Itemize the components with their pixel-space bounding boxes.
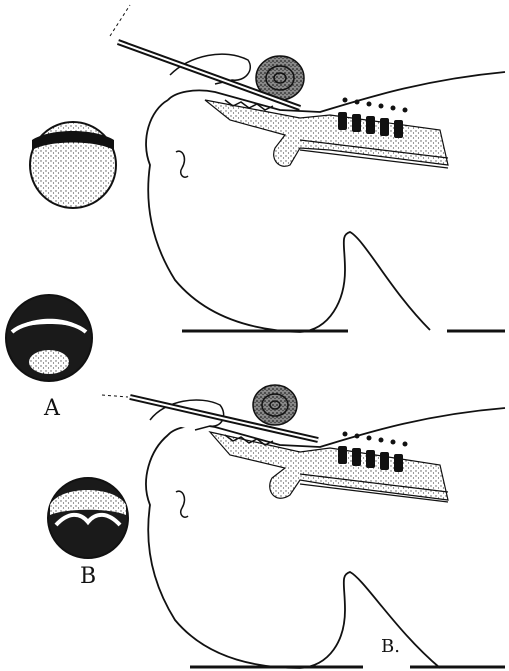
bottom-panel [102, 385, 505, 668]
circle-view-b [48, 478, 128, 558]
label-panel-b: B. [381, 636, 400, 657]
hand-top [170, 54, 250, 84]
sight-line-top [110, 5, 130, 36]
head-outline-bottom [146, 408, 505, 668]
head-outline-top [146, 72, 505, 332]
top-panel [110, 5, 505, 332]
circle-view-upper [30, 122, 116, 208]
label-b: B [80, 564, 96, 589]
label-a: A [43, 396, 61, 421]
circle-view-a [6, 295, 92, 381]
coil-bottom [253, 385, 297, 425]
ear-top [176, 151, 188, 177]
pharynx-region-bottom [210, 432, 448, 500]
ear-bottom [176, 491, 188, 517]
sight-line-bottom [102, 395, 128, 397]
